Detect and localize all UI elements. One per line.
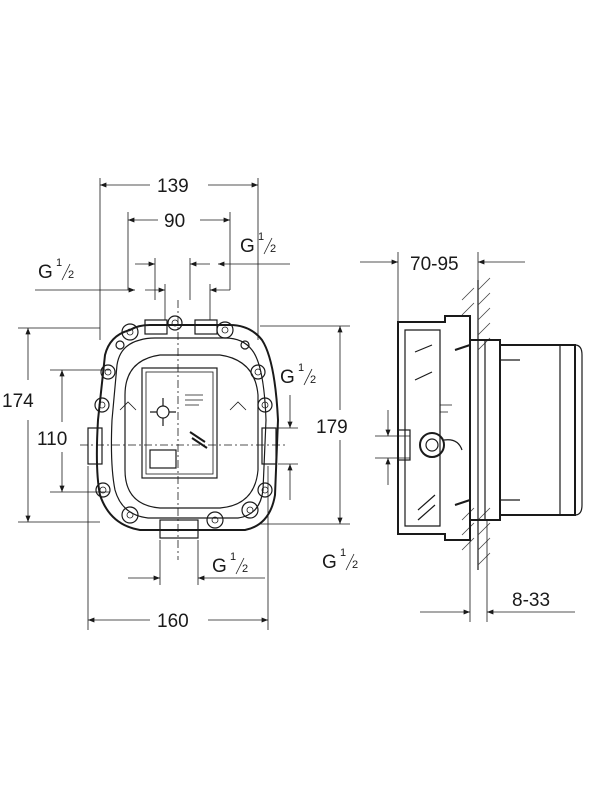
thread-right-num: 1: [298, 362, 304, 374]
thread-bottom-base: G: [212, 556, 227, 577]
side-thread-bottom-den: 2: [352, 559, 358, 571]
dim-width-outer: 139: [157, 176, 189, 197]
dim-height-inner: 110: [37, 429, 67, 450]
side-view-dimensions: 70-95 G 1 2 8-33: [322, 252, 575, 622]
thread-top-right-base: G: [240, 236, 255, 257]
front-view-body: [80, 300, 285, 560]
side-thread-bottom-base: G: [322, 552, 337, 573]
side-thread-bottom-num: 1: [340, 547, 346, 559]
dim-depth-range: 70-95: [410, 254, 459, 275]
thread-top-left-den: 2: [68, 269, 74, 281]
front-view-dimensions: 139 90 G 1 2 G 1 2 174 110: [2, 176, 350, 632]
thread-top-right-den: 2: [270, 243, 276, 255]
thread-top-left-num: 1: [56, 257, 62, 269]
dim-wall-range: 8-33: [512, 590, 550, 611]
thread-bottom-num: 1: [230, 551, 236, 563]
dim-base-width: 160: [157, 611, 189, 632]
side-view-body: [397, 277, 583, 570]
thread-top-left-base: G: [38, 262, 53, 283]
thread-top-right-num: 1: [258, 231, 264, 243]
dim-width-inner: 90: [164, 211, 185, 232]
thread-right-base: G: [280, 367, 295, 388]
thread-right-den: 2: [310, 374, 316, 386]
thread-bottom-den: 2: [242, 563, 248, 575]
dim-height-total: 179: [316, 417, 348, 438]
dim-height-outer: 174: [2, 391, 34, 412]
